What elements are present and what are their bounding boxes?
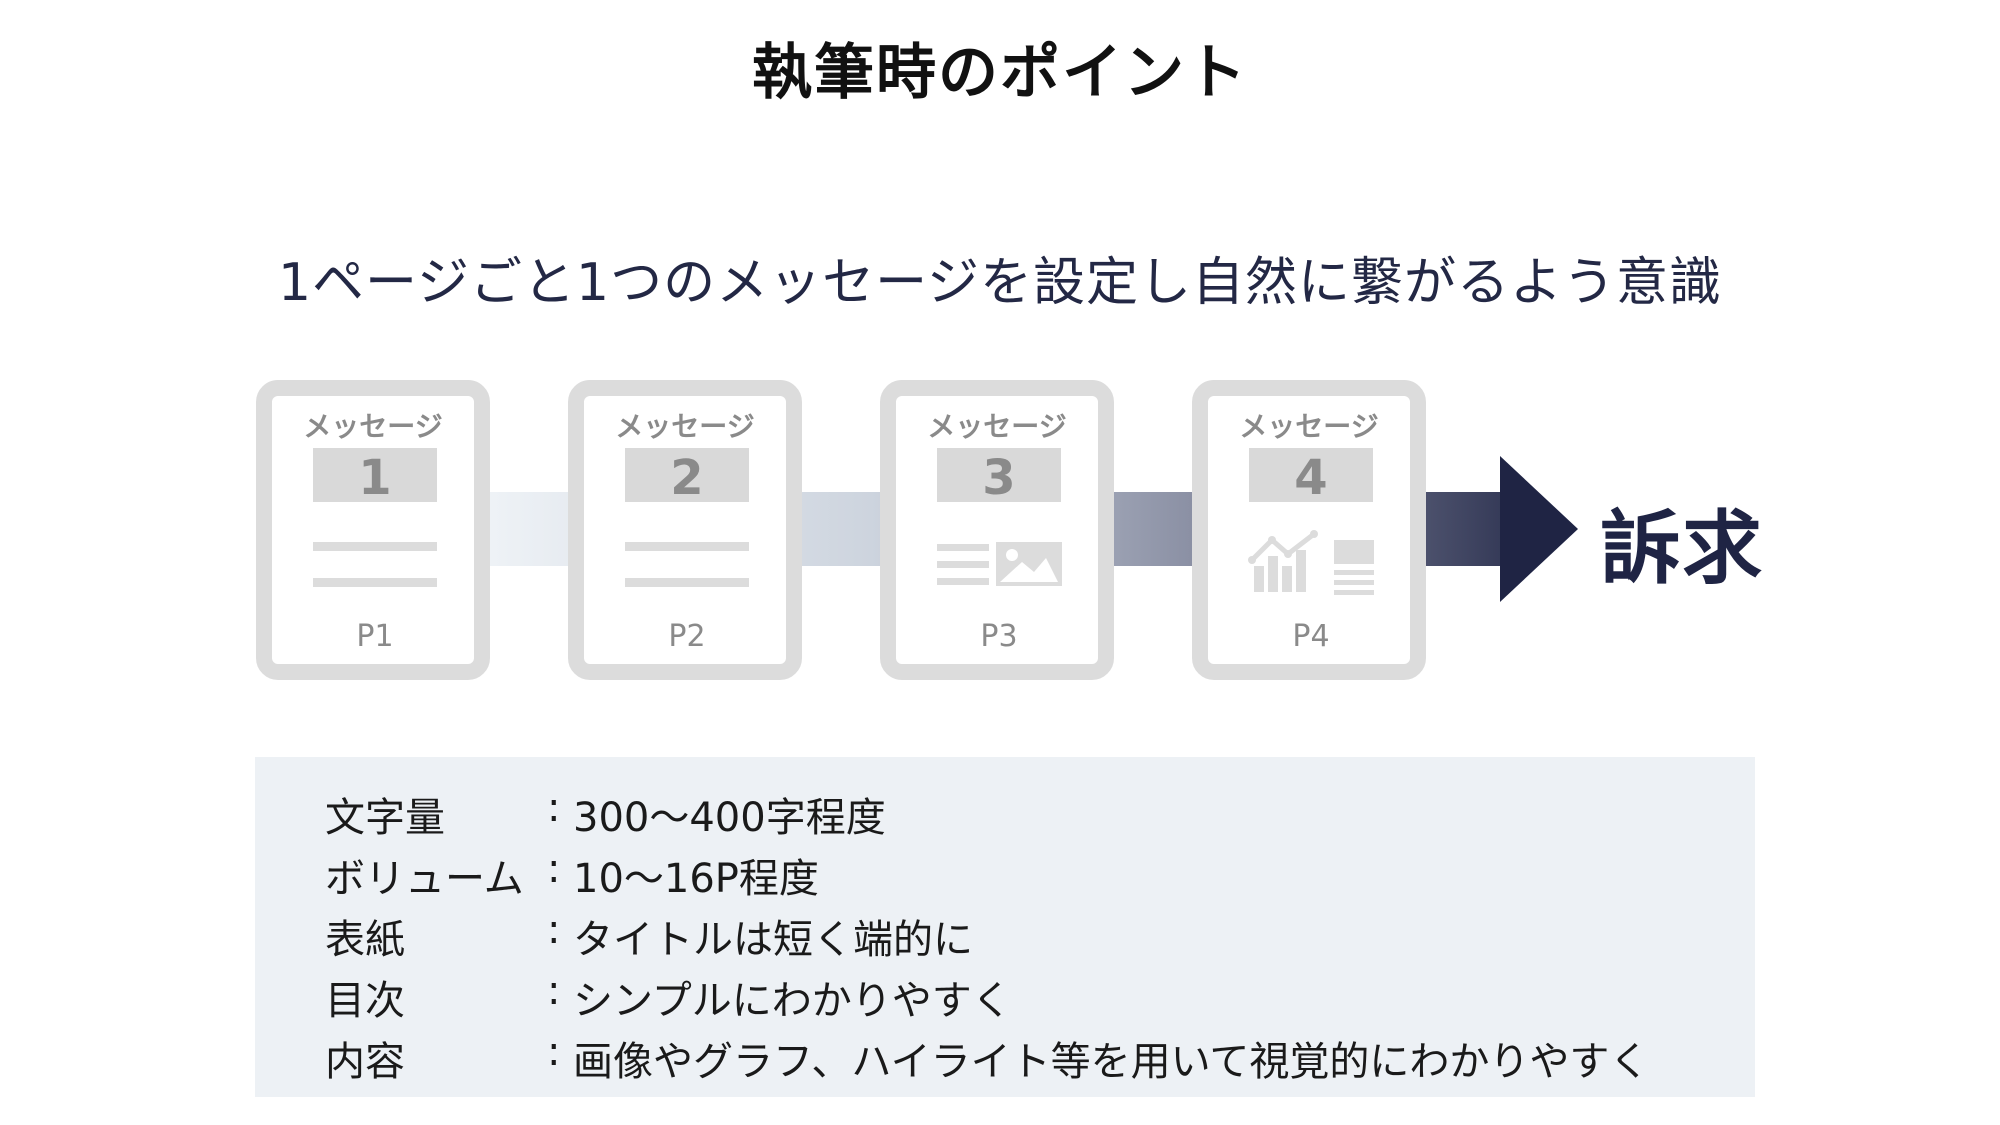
card-number-box (937, 448, 1061, 502)
point-value: タイトルは短く端的に (573, 917, 973, 963)
card-page-label: P2 (668, 619, 705, 654)
card-header: メッセージ (1239, 410, 1378, 443)
point-colon: : (547, 968, 561, 1014)
card-header: メッセージ (303, 410, 442, 443)
slide-title: 執筆時のポイント (752, 38, 1248, 108)
card-number: 1 (358, 450, 391, 506)
card-header: メッセージ (615, 410, 754, 443)
card-page-label: P4 (1292, 619, 1329, 654)
card-page-label: P3 (980, 619, 1017, 654)
text-image-icon (937, 542, 1062, 586)
arrow-head-icon (1500, 456, 1578, 602)
point-colon: : (547, 785, 561, 831)
point-value: 画像やグラフ、ハイライト等を用いて視覚的にわかりやすく (573, 1039, 1650, 1085)
chart-text-icon (1248, 530, 1374, 595)
point-key: ボリューム (325, 856, 524, 902)
point-value: 300〜400字程度 (573, 795, 886, 841)
point-value: 10〜16P程度 (573, 856, 819, 902)
writing-points-box: 文字量 : 300〜400字程度 ボリューム : 10〜16P程度 表紙 : タ… (255, 757, 1755, 1097)
point-key: 文字量 (325, 795, 445, 841)
card-number: 4 (1294, 450, 1327, 506)
card-number-box (313, 448, 437, 502)
card-number-box (625, 448, 749, 502)
point-colon: : (547, 846, 561, 892)
text-lines-icon (313, 542, 437, 587)
message-card-1: メッセージ 1 P1 (256, 380, 490, 680)
message-card-2: メッセージ 2 P2 (568, 380, 802, 680)
card-header: メッセージ (927, 410, 1066, 443)
text-lines-icon (625, 542, 749, 587)
message-card-4: メッセージ 4 P4 (1192, 380, 1426, 680)
message-card-3: メッセージ 3 P3 (880, 380, 1114, 680)
card-page-label: P1 (356, 619, 393, 654)
point-key: 内容 (325, 1039, 405, 1085)
card-number: 3 (982, 450, 1015, 506)
card-number: 2 (670, 450, 703, 506)
point-colon: : (547, 907, 561, 953)
point-colon: : (547, 1029, 561, 1075)
point-value: シンプルにわかりやすく (573, 978, 1012, 1024)
point-key: 表紙 (325, 917, 405, 963)
point-key: 目次 (325, 978, 405, 1024)
slide-subtitle: 1ページごと1つのメッセージを設定し自然に繋がるよう意識 (277, 253, 1723, 313)
card-number-box (1249, 448, 1373, 502)
appeal-label: 訴求 (1600, 502, 1764, 595)
